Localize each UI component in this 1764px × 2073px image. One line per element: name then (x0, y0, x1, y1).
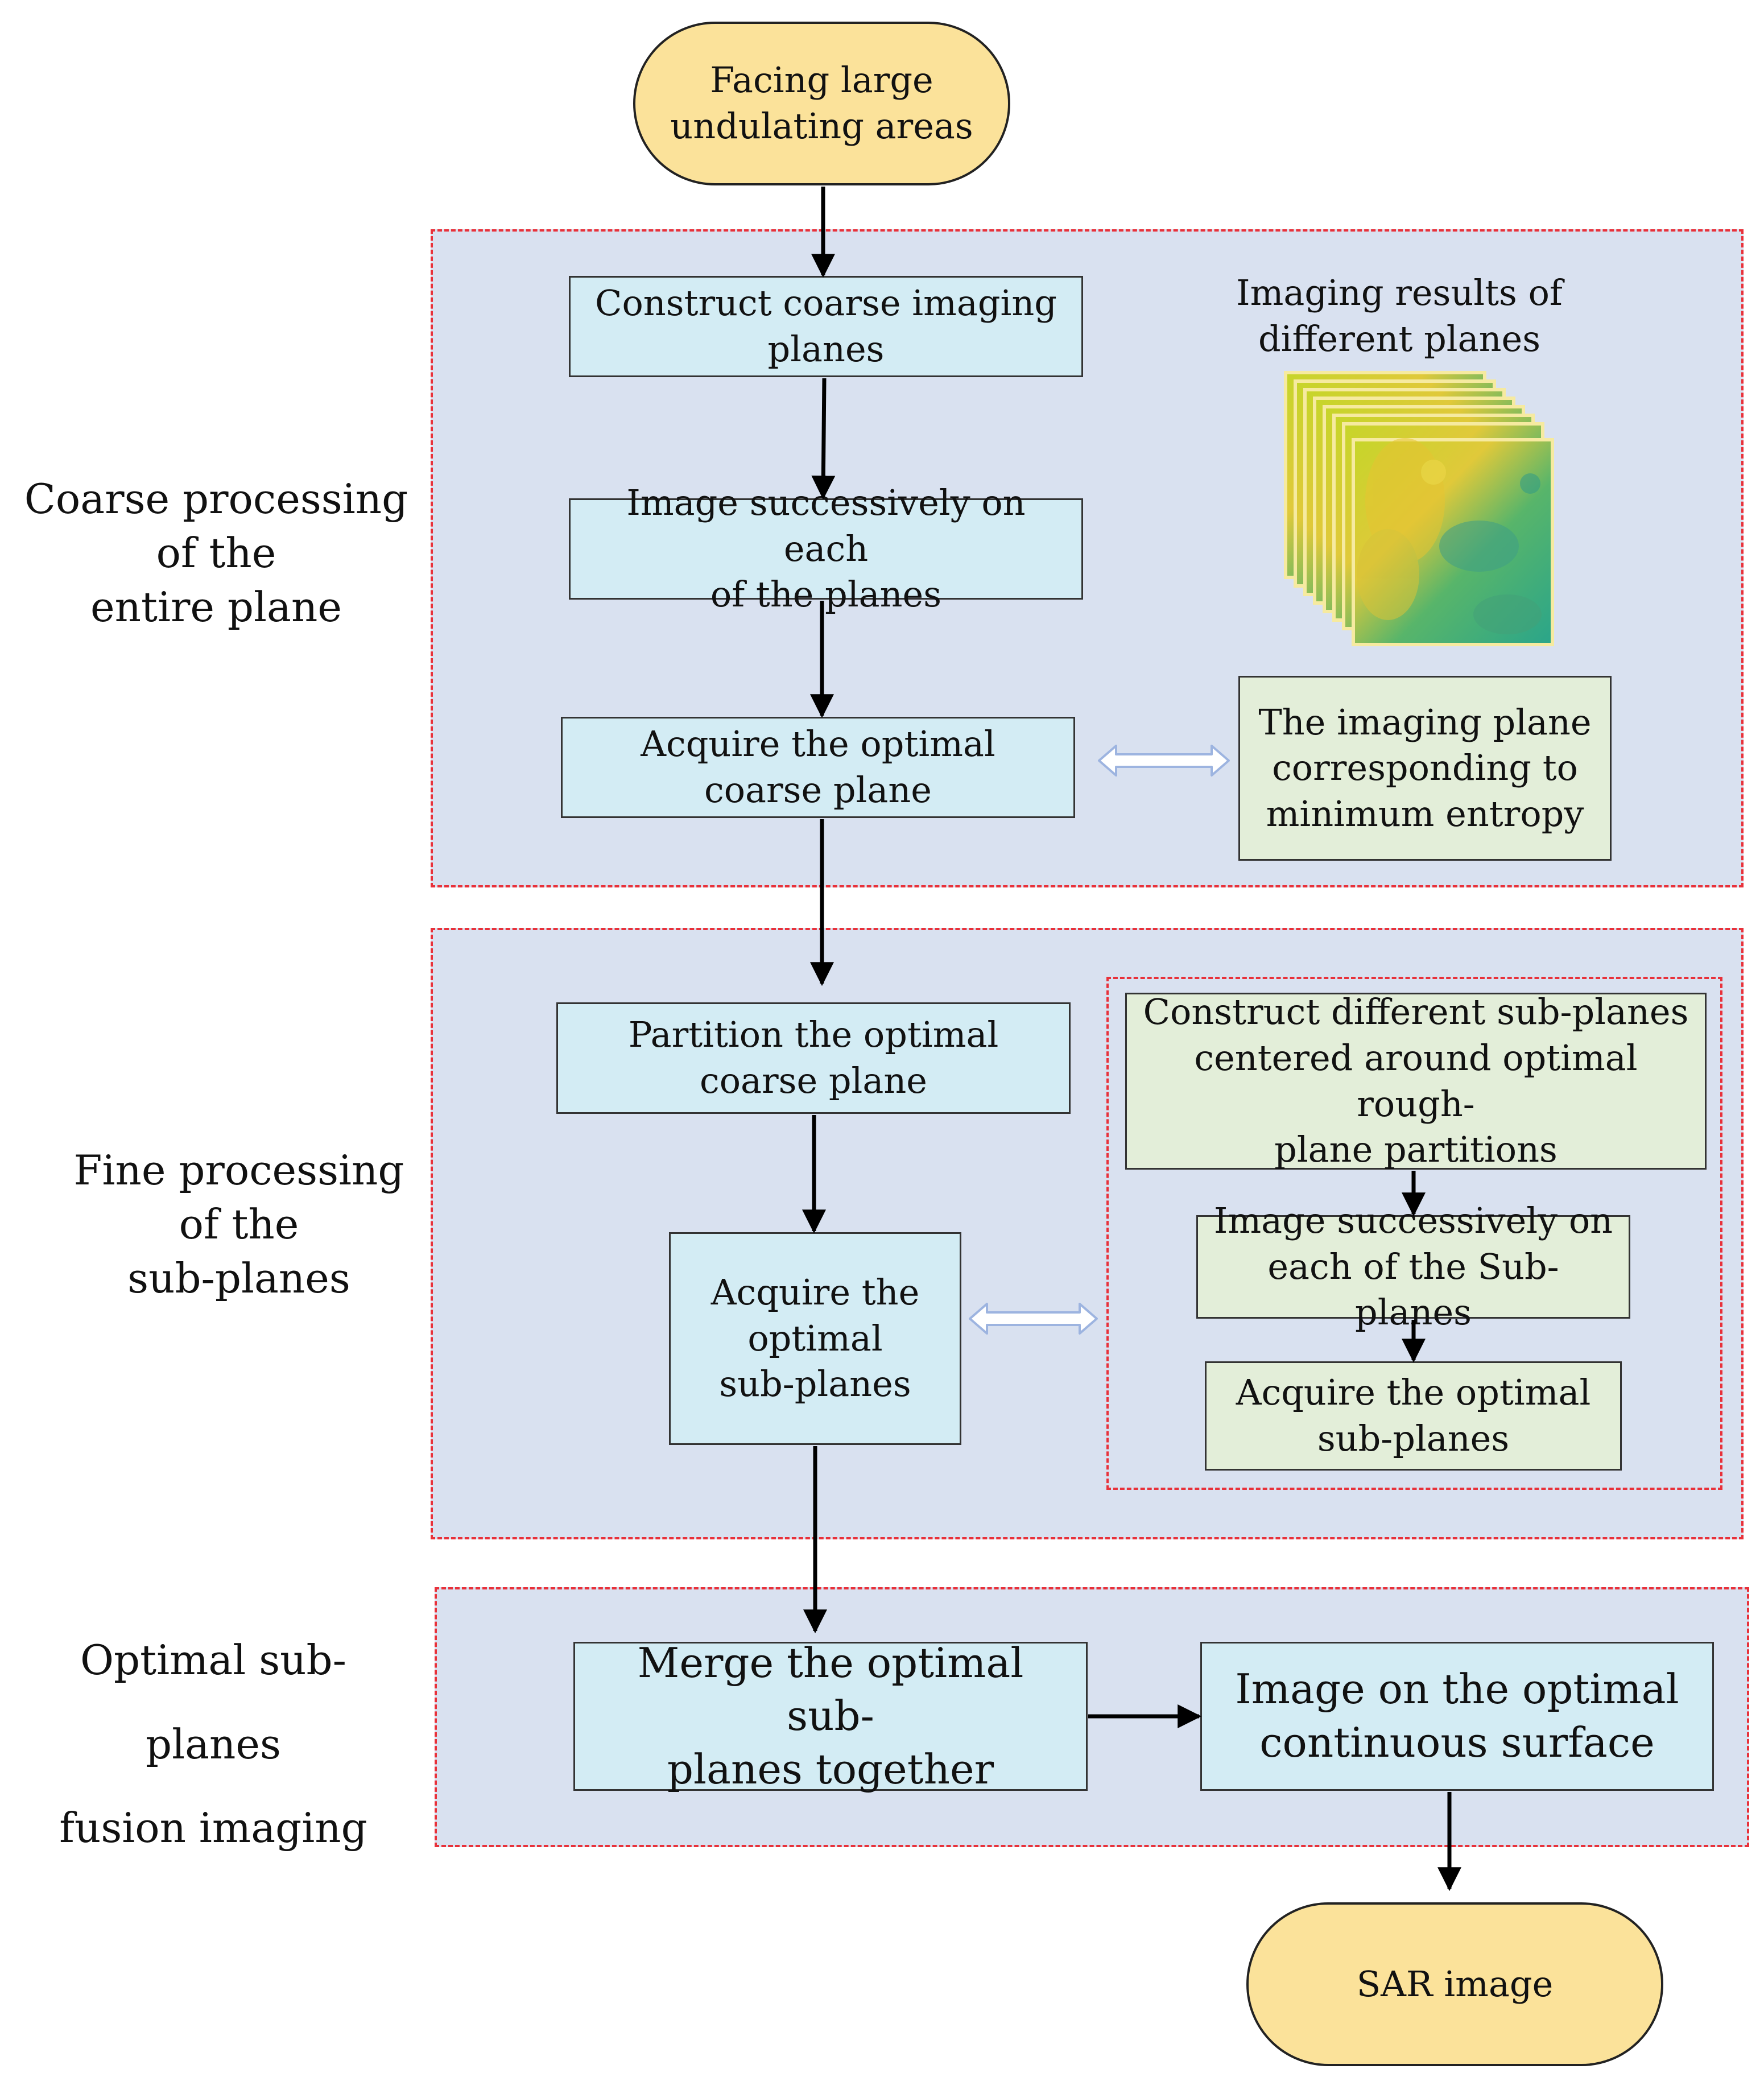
construct-coarse-planes-box: Construct coarse imaging planes (569, 276, 1083, 377)
end-terminal: SAR image (1246, 1902, 1663, 2066)
fine-processing-label: Fine processing of the sub-planes (73, 1146, 404, 1303)
sub-plane-detail-group (1106, 977, 1722, 1490)
coarse-processing-label: Coarse processing of the entire plane (24, 475, 408, 631)
start-terminal: Facing large undulating areas (633, 22, 1010, 185)
minimum-entropy-plane-box: The imaging plane corresponding to minim… (1238, 676, 1612, 861)
merge-sub-planes-box: Merge the optimal sub- planes together (573, 1639, 1088, 1793)
image-each-plane-box: Image successively on each of the planes (569, 482, 1083, 615)
optimal-surface-imaging-box: Image on the optimal continuous surface (1200, 1642, 1714, 1791)
acquire-optimal-sub-planes-detail-box: Acquire the optimal sub-planes (1205, 1361, 1622, 1471)
imaging-results-caption: Imaging results of different planes (1236, 272, 1563, 360)
acquire-optimal-coarse-plane-box: Acquire the optimal coarse plane (561, 717, 1075, 818)
image-each-sub-plane-box: Image successively on each of the Sub-pl… (1196, 1200, 1630, 1333)
partition-coarse-plane-box: Partition the optimal coarse plane (556, 1002, 1071, 1114)
acquire-optimal-sub-planes-box: Acquire the optimal sub-planes (669, 1232, 961, 1445)
construct-sub-planes-box: Construct different sub-planes centered … (1125, 991, 1707, 1170)
fusion-imaging-label: Optimal sub-planes fusion imaging (59, 1636, 367, 1852)
